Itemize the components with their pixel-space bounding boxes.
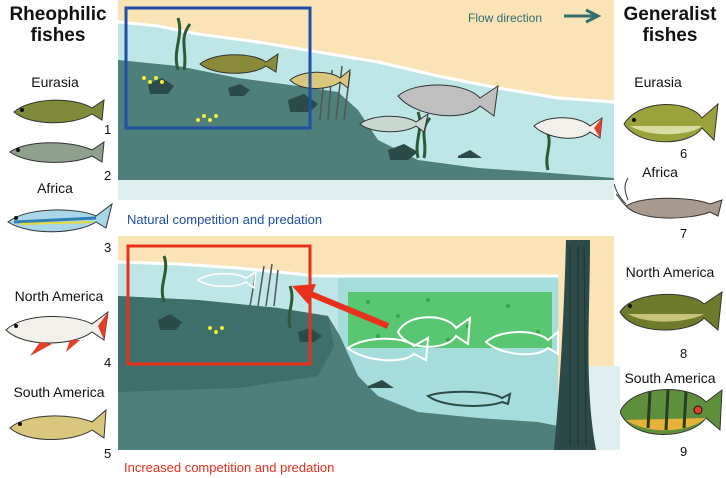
fish-number-5: 5 [104, 446, 112, 461]
left-region-africa: Africa [37, 180, 73, 196]
fish-number-4: 4 [104, 355, 112, 370]
increased-competition-caption: Increased competition and predation [124, 460, 335, 475]
fish-number-2: 2 [104, 168, 112, 183]
dam-icon [554, 240, 596, 450]
generalist-title-line1: Generalist [623, 4, 717, 25]
natural-river-scene [118, 0, 615, 200]
degraded-habitat-frame [126, 244, 312, 366]
right-region-africa: Africa [642, 164, 678, 180]
right-region-north-america: North America [625, 264, 715, 280]
natural-habitat-frame [124, 6, 312, 130]
rheophilic-title-line1: Rheophilic [9, 4, 107, 25]
south-american-rheophilic-fish-icon [9, 408, 107, 440]
flow-direction-label: Flow direction [468, 11, 543, 25]
natural-competition-caption: Natural competition and predation [127, 212, 323, 227]
right-region-eurasia: Eurasia [634, 74, 682, 90]
dam-structure [554, 240, 620, 450]
left-region-eurasia: Eurasia [31, 74, 79, 90]
generalist-title-line2: fishes [642, 25, 698, 46]
flow-arrow-icon [564, 8, 602, 24]
peacock-bass-icon [619, 388, 723, 435]
grayling-icon [9, 140, 105, 163]
fish-number-8: 8 [680, 346, 688, 361]
african-rheophilic-fish-icon [7, 202, 113, 233]
fish-number-6: 6 [680, 146, 688, 161]
bream-icon [623, 102, 719, 143]
trout-icon [13, 98, 105, 124]
fish-number-3: 3 [104, 240, 112, 255]
generalist-fish-icons [613, 102, 723, 435]
generalist-title: Generalist fishes [616, 4, 724, 46]
rheophilic-fish-icons [5, 98, 113, 440]
right-region-south-america: South America [624, 370, 716, 386]
fish-number-1: 1 [104, 122, 112, 137]
rheophilic-title: Rheophilic fishes [2, 4, 114, 46]
fish-number-7: 7 [680, 226, 688, 241]
largemouth-bass-icon [619, 290, 723, 331]
fish-number-9: 9 [680, 444, 688, 459]
north-american-rheophilic-fish-icon [5, 310, 109, 356]
left-region-south-america: South America [13, 384, 105, 400]
left-region-north-america: North America [14, 288, 104, 304]
impounded-river-scene [118, 236, 614, 450]
catfish-icon [613, 177, 723, 219]
rheophilic-title-line2: fishes [30, 25, 86, 46]
